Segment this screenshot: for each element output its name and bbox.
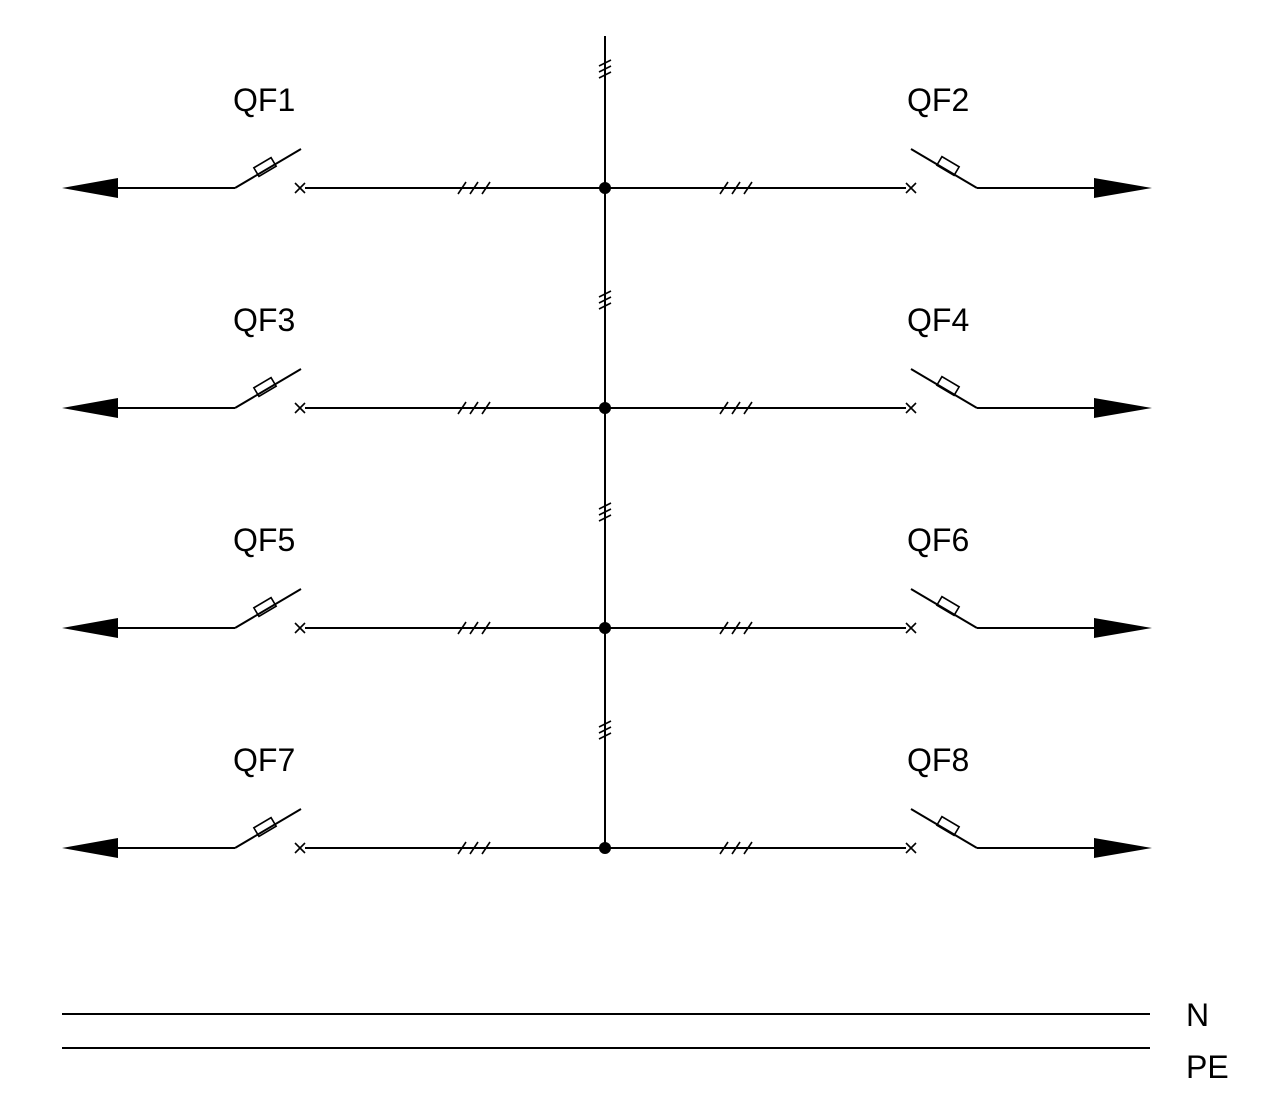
phase-mark-left	[457, 181, 491, 195]
phase-mark-right	[719, 401, 753, 415]
breaker-trip-box	[252, 816, 278, 838]
busbar-phase-marks	[598, 59, 612, 740]
breaker-label-right: QF8	[907, 742, 969, 778]
breaker-x-mark	[294, 182, 306, 194]
neutral-label: N	[1186, 997, 1209, 1033]
breaker-x-mark	[905, 622, 917, 634]
breaker-trip-box	[935, 815, 961, 837]
breaker-trip-box	[935, 155, 961, 177]
left-feeder: QF5	[62, 522, 605, 638]
breaker-contact	[234, 588, 302, 629]
breaker-label-right: QF2	[907, 82, 969, 118]
breaker-contact	[910, 808, 978, 849]
feeder-row: QF1 QF2	[62, 82, 1152, 198]
outgoing-arrow-left	[62, 838, 118, 858]
breaker-contact	[910, 368, 978, 409]
breaker-contact	[234, 808, 302, 849]
breaker-contact	[910, 148, 978, 189]
feeder-row: QF7 QF8	[62, 742, 1152, 858]
breaker-x-mark	[905, 402, 917, 414]
pe-label: PE	[1186, 1049, 1229, 1085]
breaker-x-mark	[905, 182, 917, 194]
breaker-contact	[234, 368, 302, 409]
breaker-contact	[910, 588, 978, 629]
feeder-row: QF3 QF4	[62, 302, 1152, 418]
breaker-label-left: QF7	[233, 742, 295, 778]
outgoing-arrow-right	[1094, 398, 1152, 418]
phase-mark-right	[719, 841, 753, 855]
breaker-trip-box	[935, 375, 961, 397]
breaker-label-left: QF1	[233, 82, 295, 118]
busbar-phase-mark	[598, 290, 612, 310]
outgoing-arrow-right	[1094, 178, 1152, 198]
phase-mark-left	[457, 401, 491, 415]
right-feeder: QF8	[605, 742, 1152, 858]
breaker-x-mark	[294, 402, 306, 414]
breaker-trip-box	[252, 376, 278, 398]
right-feeder: QF2	[605, 82, 1152, 198]
left-feeder: QF3	[62, 302, 605, 418]
breaker-trip-box	[252, 596, 278, 618]
outgoing-arrow-right	[1094, 838, 1152, 858]
phase-mark-right	[719, 621, 753, 635]
busbar-phase-mark	[598, 59, 612, 79]
busbar-phase-mark	[598, 720, 612, 740]
breaker-label-right: QF4	[907, 302, 969, 338]
breaker-x-mark	[905, 842, 917, 854]
phase-mark-right	[719, 181, 753, 195]
outgoing-arrow-left	[62, 618, 118, 638]
breaker-label-left: QF5	[233, 522, 295, 558]
breaker-label-left: QF3	[233, 302, 295, 338]
right-feeder: QF4	[605, 302, 1152, 418]
breaker-contact	[234, 148, 302, 189]
right-feeder: QF6	[605, 522, 1152, 638]
breaker-trip-box	[935, 595, 961, 617]
breaker-x-mark	[294, 842, 306, 854]
busbar-phase-mark	[598, 502, 612, 522]
breaker-trip-box	[252, 156, 278, 178]
breaker-x-mark	[294, 622, 306, 634]
outgoing-arrow-right	[1094, 618, 1152, 638]
left-feeder: QF7	[62, 742, 605, 858]
outgoing-arrow-left	[62, 398, 118, 418]
phase-mark-left	[457, 841, 491, 855]
phase-mark-left	[457, 621, 491, 635]
breaker-label-right: QF6	[907, 522, 969, 558]
feeder-row: QF5 QF6	[62, 522, 1152, 638]
outgoing-arrow-left	[62, 178, 118, 198]
left-feeder: QF1	[62, 82, 605, 198]
